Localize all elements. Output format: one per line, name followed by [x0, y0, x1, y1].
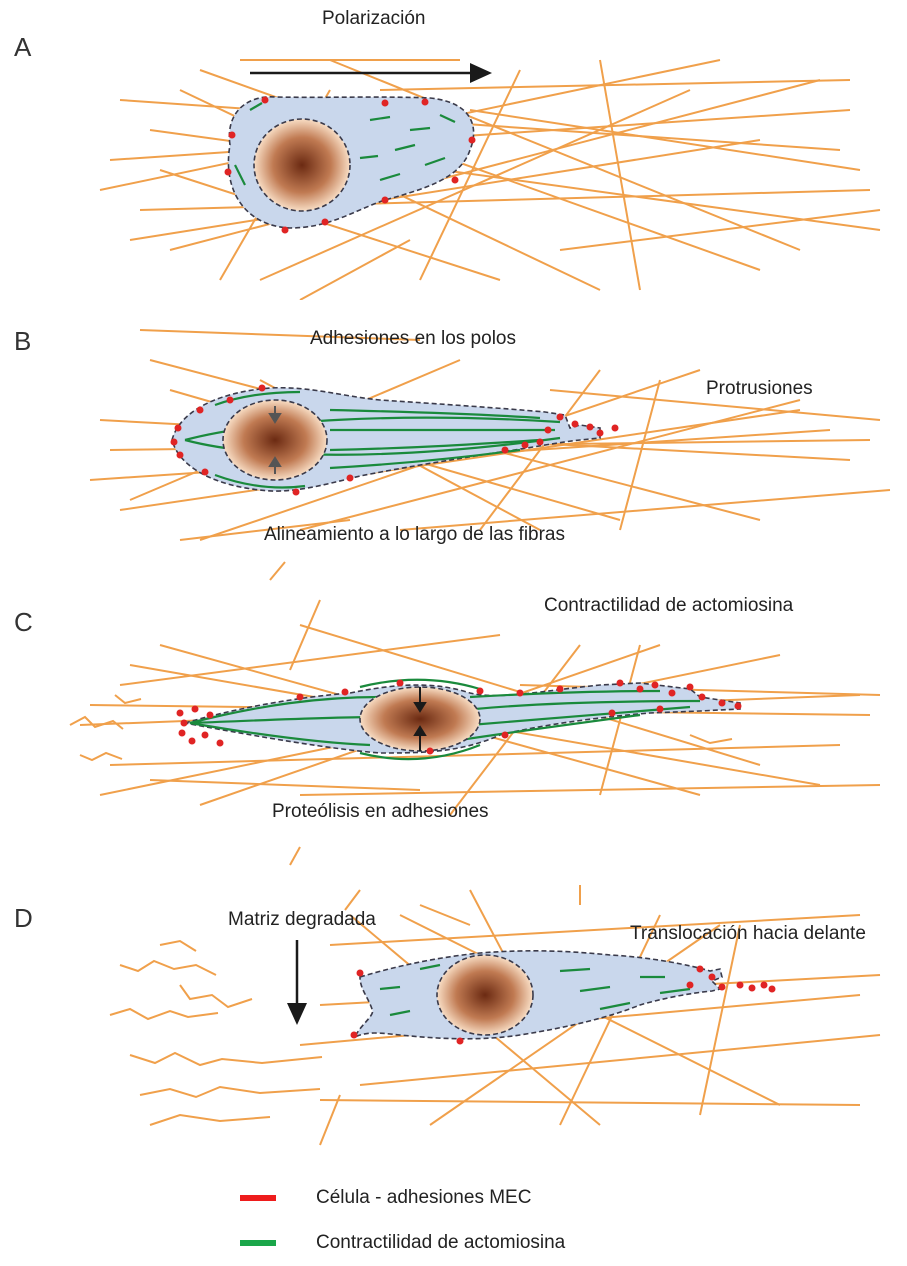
panel-a: A Polarización	[0, 0, 907, 300]
legend-swatch-red	[240, 1195, 276, 1201]
caption-proteolisis: Proteólisis en adhesiones	[272, 801, 489, 823]
panel-label-d: D	[14, 903, 33, 934]
caption-adhesiones-polos: Adhesiones en los polos	[310, 328, 516, 350]
nucleus	[254, 119, 350, 211]
caption-translocacion: Translocación hacia delante	[630, 923, 866, 945]
legend: Célula - adhesiones MEC Contractilidad d…	[0, 1182, 907, 1266]
legend-label-actomiosina: Contractilidad de actomiosina	[316, 1232, 565, 1254]
legend-swatch-green	[240, 1240, 276, 1246]
legend-item-actomiosina: Contractilidad de actomiosina	[240, 1228, 565, 1258]
polarization-arrow	[250, 63, 492, 83]
caption-contractilidad: Contractilidad de actomiosina	[544, 595, 793, 617]
ecm-fibers	[100, 60, 880, 300]
panel-label-a: A	[14, 32, 31, 63]
panel-c-illustration	[0, 585, 907, 885]
caption-protrusiones: Protrusiones	[706, 378, 813, 400]
legend-label-adhesiones: Célula - adhesiones MEC	[316, 1187, 531, 1209]
panel-label-b: B	[14, 326, 31, 357]
nucleus	[437, 955, 533, 1035]
cell-body	[355, 951, 722, 1039]
panel-c: C Contractilidad de actomiosina Proteóli…	[0, 585, 907, 885]
caption-matriz-degradada: Matriz degradada	[228, 909, 376, 931]
caption-alineamiento: Alineamiento a lo largo de las fibras	[264, 524, 565, 546]
panel-label-c: C	[14, 607, 33, 638]
legend-item-adhesiones: Célula - adhesiones MEC	[240, 1183, 531, 1213]
panel-a-illustration	[0, 0, 907, 300]
panel-d: D Matriz degradada Translocación hacia d…	[0, 885, 907, 1182]
degraded-matrix-arrow	[287, 940, 307, 1025]
panel-b: B Adhesiones en los polos Protrusiones A…	[0, 300, 907, 585]
caption-polarizacion: Polarización	[322, 8, 426, 30]
